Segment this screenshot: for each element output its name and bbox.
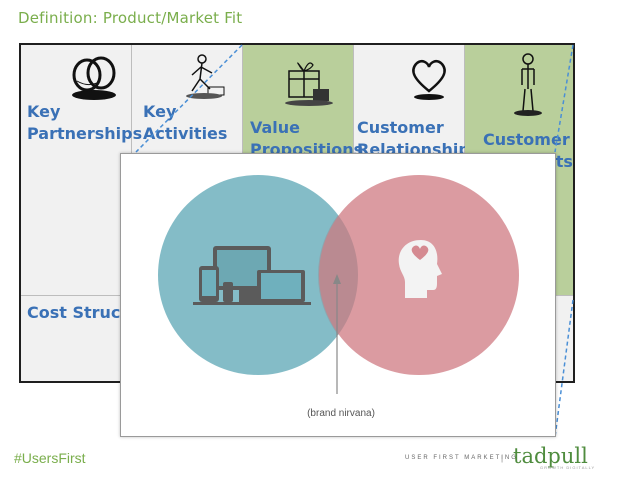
worker-icon (186, 54, 225, 99)
head-heart-icon (398, 240, 442, 298)
hashtag-label: #UsersFirst (14, 450, 86, 466)
brand-logo: tadpull (513, 444, 588, 468)
brand-tagline: USER FIRST MARKETING (405, 455, 518, 461)
block-key-partnerships: Key Partnerships (21, 45, 142, 295)
venn-diagram-card: (brand nirvana) (120, 153, 556, 437)
rings-icon (72, 56, 116, 100)
brand-subtitle: GROWTH DIGITALLY (540, 465, 596, 470)
person-icon (514, 53, 542, 116)
gift-icon (285, 62, 333, 106)
arrow-up-icon (333, 274, 341, 394)
venn-diagram (158, 175, 519, 394)
devices-icon (193, 246, 311, 305)
block-label: Key Partnerships (27, 102, 143, 143)
venn-overlap (318, 215, 358, 335)
block-label: Key Activities (143, 102, 228, 143)
slide-title: Definition: Product/Market Fit (18, 9, 243, 27)
brand-separator: | (501, 454, 504, 463)
venn-caption: (brand nirvana) (307, 408, 375, 419)
heart-icon (412, 60, 446, 100)
block-cost-structure: Cost Structu (27, 303, 140, 322)
